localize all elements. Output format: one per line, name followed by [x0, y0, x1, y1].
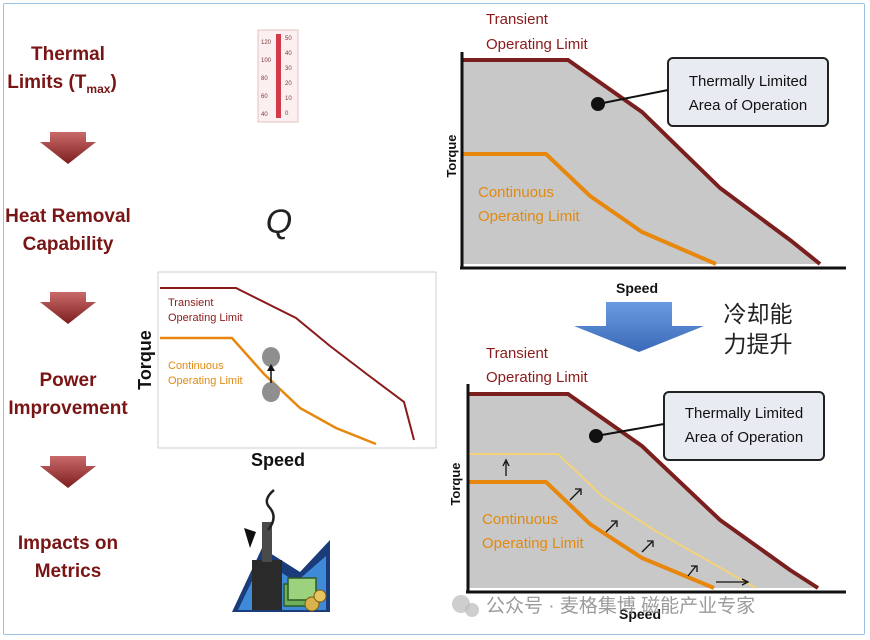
bottom-continuous-curve	[468, 480, 715, 590]
top-torque-speed-chart: Transient Operating Limit Continuous Ope…	[444, 11, 846, 296]
small-y-axis-label: Torque	[135, 330, 155, 390]
bottom-transient-label-2: Operating Limit	[486, 369, 589, 386]
top-callout-dot	[591, 97, 605, 111]
top-x-axis-label: Speed	[616, 280, 658, 296]
thermo-left-tick: 120	[261, 40, 272, 46]
small-continuous-curve	[160, 336, 377, 446]
bottom-continuous-label-2: Operating Limit	[482, 535, 585, 552]
step-4-line1: Impacts on	[18, 533, 118, 554]
small-continuous-label-2: Operating Limit	[168, 375, 243, 387]
thermo-left-tick: 40	[261, 112, 268, 118]
top-callout-line1: Thermally Limited	[689, 73, 807, 90]
small-transient-label-1: Transient	[168, 297, 213, 309]
bottom-thermal-area	[468, 394, 818, 588]
top-callout-line2: Area of Operation	[689, 97, 807, 114]
upper-dot	[262, 347, 280, 367]
small-transient-label-2: Operating Limit	[168, 312, 243, 324]
cooling-improvement-arrow: 冷却能 力提升	[574, 301, 793, 357]
cooling-text-line2: 力提升	[724, 331, 793, 357]
top-continuous-curve	[462, 152, 717, 266]
bottom-callout-leader	[595, 423, 665, 437]
top-thermal-area	[462, 60, 820, 264]
bottom-x-axis-label: Speed	[619, 606, 661, 622]
thermo-right-tick: 50	[285, 36, 292, 42]
step-1-line2: Limits (Tmax)	[7, 72, 117, 96]
small-continuous-label-1: Continuous	[168, 360, 224, 372]
bottom-torque-speed-chart: Transient Operating Limit Continuous Ope…	[448, 345, 846, 622]
bottom-improved-continuous-curve	[468, 453, 757, 589]
step-1-line1: Thermal	[31, 44, 105, 65]
step-2-line1: Heat Removal	[5, 206, 131, 227]
down-arrow-icon	[40, 292, 96, 324]
outer-frame	[3, 3, 865, 635]
step-4-line2: Metrics	[35, 561, 102, 582]
cooling-text-line1: 冷却能	[724, 301, 793, 327]
small-torque-speed-chart: Transient Operating Limit Continuous Ope…	[135, 271, 437, 470]
top-continuous-label-2: Operating Limit	[478, 208, 581, 225]
top-transient-label-1: Transient	[486, 11, 549, 28]
thermo-right-tick: 0	[285, 111, 289, 117]
small-x-axis-label: Speed	[251, 450, 305, 470]
lower-dot	[262, 382, 280, 402]
heat-q-symbol: Q	[266, 203, 292, 241]
improvement-arrows	[502, 458, 750, 586]
down-arrow-icon	[40, 132, 96, 164]
top-callout-leader	[597, 89, 669, 105]
small-transient-curve	[160, 287, 415, 441]
step-power-improvement: Power Improvement	[8, 370, 128, 419]
metrics-chart-icon	[232, 489, 330, 612]
step-heat-removal: Heat Removal Capability	[5, 206, 131, 255]
step-3-line2: Improvement	[8, 398, 128, 419]
bottom-callout-line1: Thermally Limited	[685, 405, 803, 422]
bottom-transient-label-1: Transient	[486, 345, 549, 362]
thermo-right-tick: 10	[285, 96, 292, 102]
bottom-continuous-label-1: Continuous	[482, 511, 558, 528]
blue-down-arrow-icon	[574, 302, 704, 352]
bottom-y-axis-label: Torque	[448, 462, 463, 505]
top-y-axis-label: Torque	[444, 134, 459, 177]
top-continuous-label-1: Continuous	[478, 184, 554, 201]
thermo-left-tick: 60	[261, 94, 268, 100]
watermark-text: 公众号 · 麦格集博 磁能产业专家	[486, 595, 755, 617]
bottom-transient-curve	[468, 392, 820, 590]
thermo-right-tick: 20	[285, 81, 292, 87]
top-callout-box	[667, 57, 829, 127]
down-arrow-icon	[40, 456, 96, 488]
bottom-callout-dot	[589, 429, 603, 443]
small-chart-frame	[157, 271, 437, 449]
step-thermal-limits: Thermal Limits (Tmax)	[7, 44, 117, 96]
top-transient-curve	[462, 58, 822, 266]
step-2-line2: Capability	[23, 234, 114, 255]
thermo-right-tick: 40	[285, 51, 292, 57]
top-transient-label-2: Operating Limit	[486, 36, 589, 53]
thermo-right-tick: 30	[285, 66, 292, 72]
watermark: 公众号 · 麦格集博 磁能产业专家	[452, 595, 755, 617]
step-impacts-metrics: Impacts on Metrics	[18, 533, 118, 582]
bottom-callout-line2: Area of Operation	[685, 429, 803, 446]
thermo-left-tick: 100	[261, 58, 272, 64]
thermo-left-tick: 80	[261, 76, 268, 82]
step-3-line1: Power	[39, 370, 97, 391]
bottom-callout-box	[663, 391, 825, 461]
